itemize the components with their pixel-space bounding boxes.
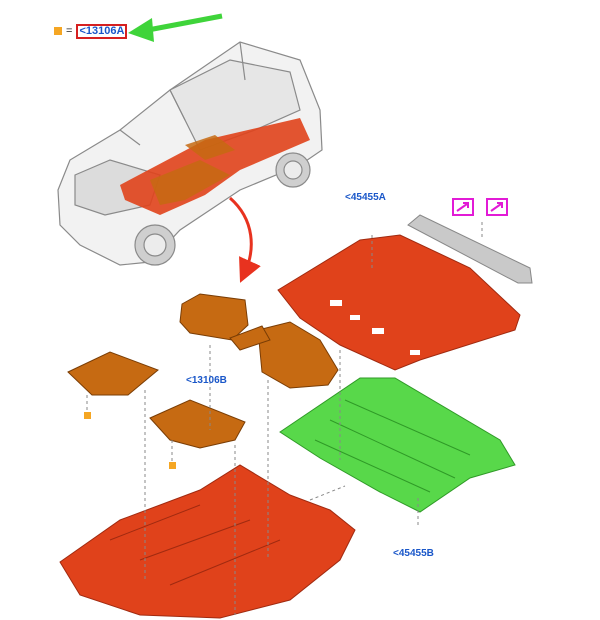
legend-part-code-link[interactable]: <13106A [76,23,128,39]
orange-marker-icon [169,462,176,469]
direction-arrow-icon [229,196,261,283]
vehicle-floor-highlight [120,118,310,215]
part-label-underbody[interactable]: <45455B [393,548,434,559]
rear-mat-right [149,399,246,449]
underfloor-panel [279,377,516,513]
orange-marker-icon [84,412,91,419]
note-icon[interactable] [486,198,508,216]
note-icon[interactable] [452,198,474,216]
pointer-arrow-icon [128,13,223,42]
part-label-rear-panel[interactable]: <45455A [345,192,386,203]
legend: = <13106A [54,23,128,39]
legend-equals: = [66,25,73,37]
rear-mat-left [67,351,159,396]
assembly-guide-lines [86,222,483,615]
front-floor-mats [179,293,339,389]
part-label-front-mats[interactable]: <13106B [186,375,227,386]
main-floor-carpet [59,464,356,619]
sill-trim-strip [407,214,533,284]
marker-swatch-icon [54,27,62,35]
rear-floor-panel [277,234,521,371]
